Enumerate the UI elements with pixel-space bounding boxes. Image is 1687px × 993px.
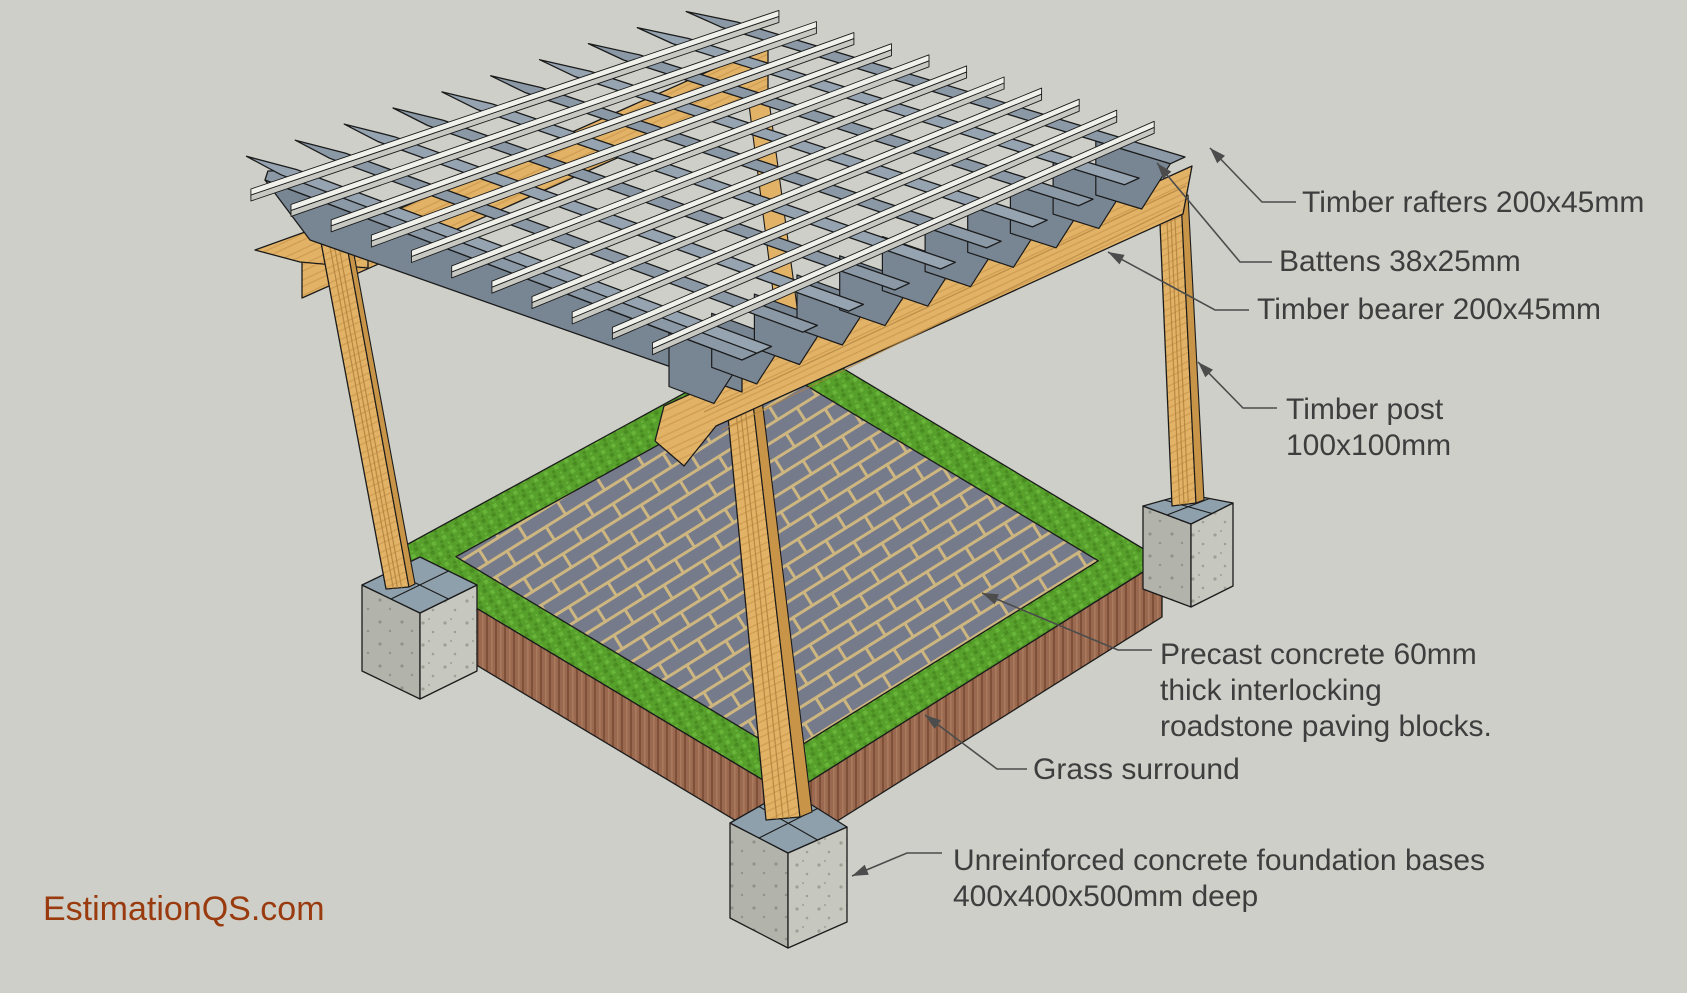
leader-foundation bbox=[851, 852, 942, 877]
label-foundation-bases: Unreinforced concrete foundation bases 4… bbox=[953, 844, 1486, 913]
arrowhead-icon bbox=[1157, 163, 1172, 179]
watermark-estimationqs: EstimationQS.com bbox=[43, 890, 325, 928]
label-timber-rafters: Timber rafters 200x45mm bbox=[1302, 186, 1645, 219]
leader-timber-post bbox=[1197, 361, 1277, 409]
leader-timber-rafters bbox=[1209, 147, 1296, 203]
arrowhead-icon bbox=[925, 715, 941, 729]
batten bbox=[451, 65, 968, 273]
arrowhead-icon bbox=[1198, 362, 1213, 378]
batten bbox=[290, 21, 817, 211]
label-timber-bearer: Timber bearer 200x45mm bbox=[1257, 293, 1602, 326]
label-grass-surround: Grass surround bbox=[1033, 753, 1240, 786]
leader-timber-bearer bbox=[1107, 251, 1249, 311]
label-paving: Precast concrete 60mm thick interlocking… bbox=[1160, 638, 1492, 743]
annotation-leaders bbox=[851, 147, 1296, 877]
arrowhead-icon bbox=[852, 864, 869, 876]
batten bbox=[250, 9, 780, 196]
timber-post-side bbox=[1180, 194, 1205, 504]
leader-battens bbox=[1156, 162, 1272, 263]
leader-paving bbox=[981, 592, 1152, 651]
batten bbox=[370, 43, 892, 242]
arrowhead-icon bbox=[982, 593, 999, 605]
batten bbox=[571, 98, 1080, 319]
foundation-bases bbox=[361, 493, 1234, 949]
label-battens: Battens 38x25mm bbox=[1279, 245, 1521, 278]
batten bbox=[531, 87, 1043, 304]
batten bbox=[330, 32, 855, 227]
batten bbox=[411, 54, 930, 257]
batten bbox=[491, 76, 1005, 288]
arrowhead-icon bbox=[1108, 252, 1125, 265]
leader-grass bbox=[924, 714, 1027, 770]
roof-battens bbox=[250, 9, 1155, 356]
batten bbox=[652, 120, 1155, 350]
batten bbox=[611, 109, 1118, 334]
label-timber-post: Timber post 100x100mm bbox=[1286, 393, 1452, 462]
arrowhead-icon bbox=[1210, 148, 1225, 164]
